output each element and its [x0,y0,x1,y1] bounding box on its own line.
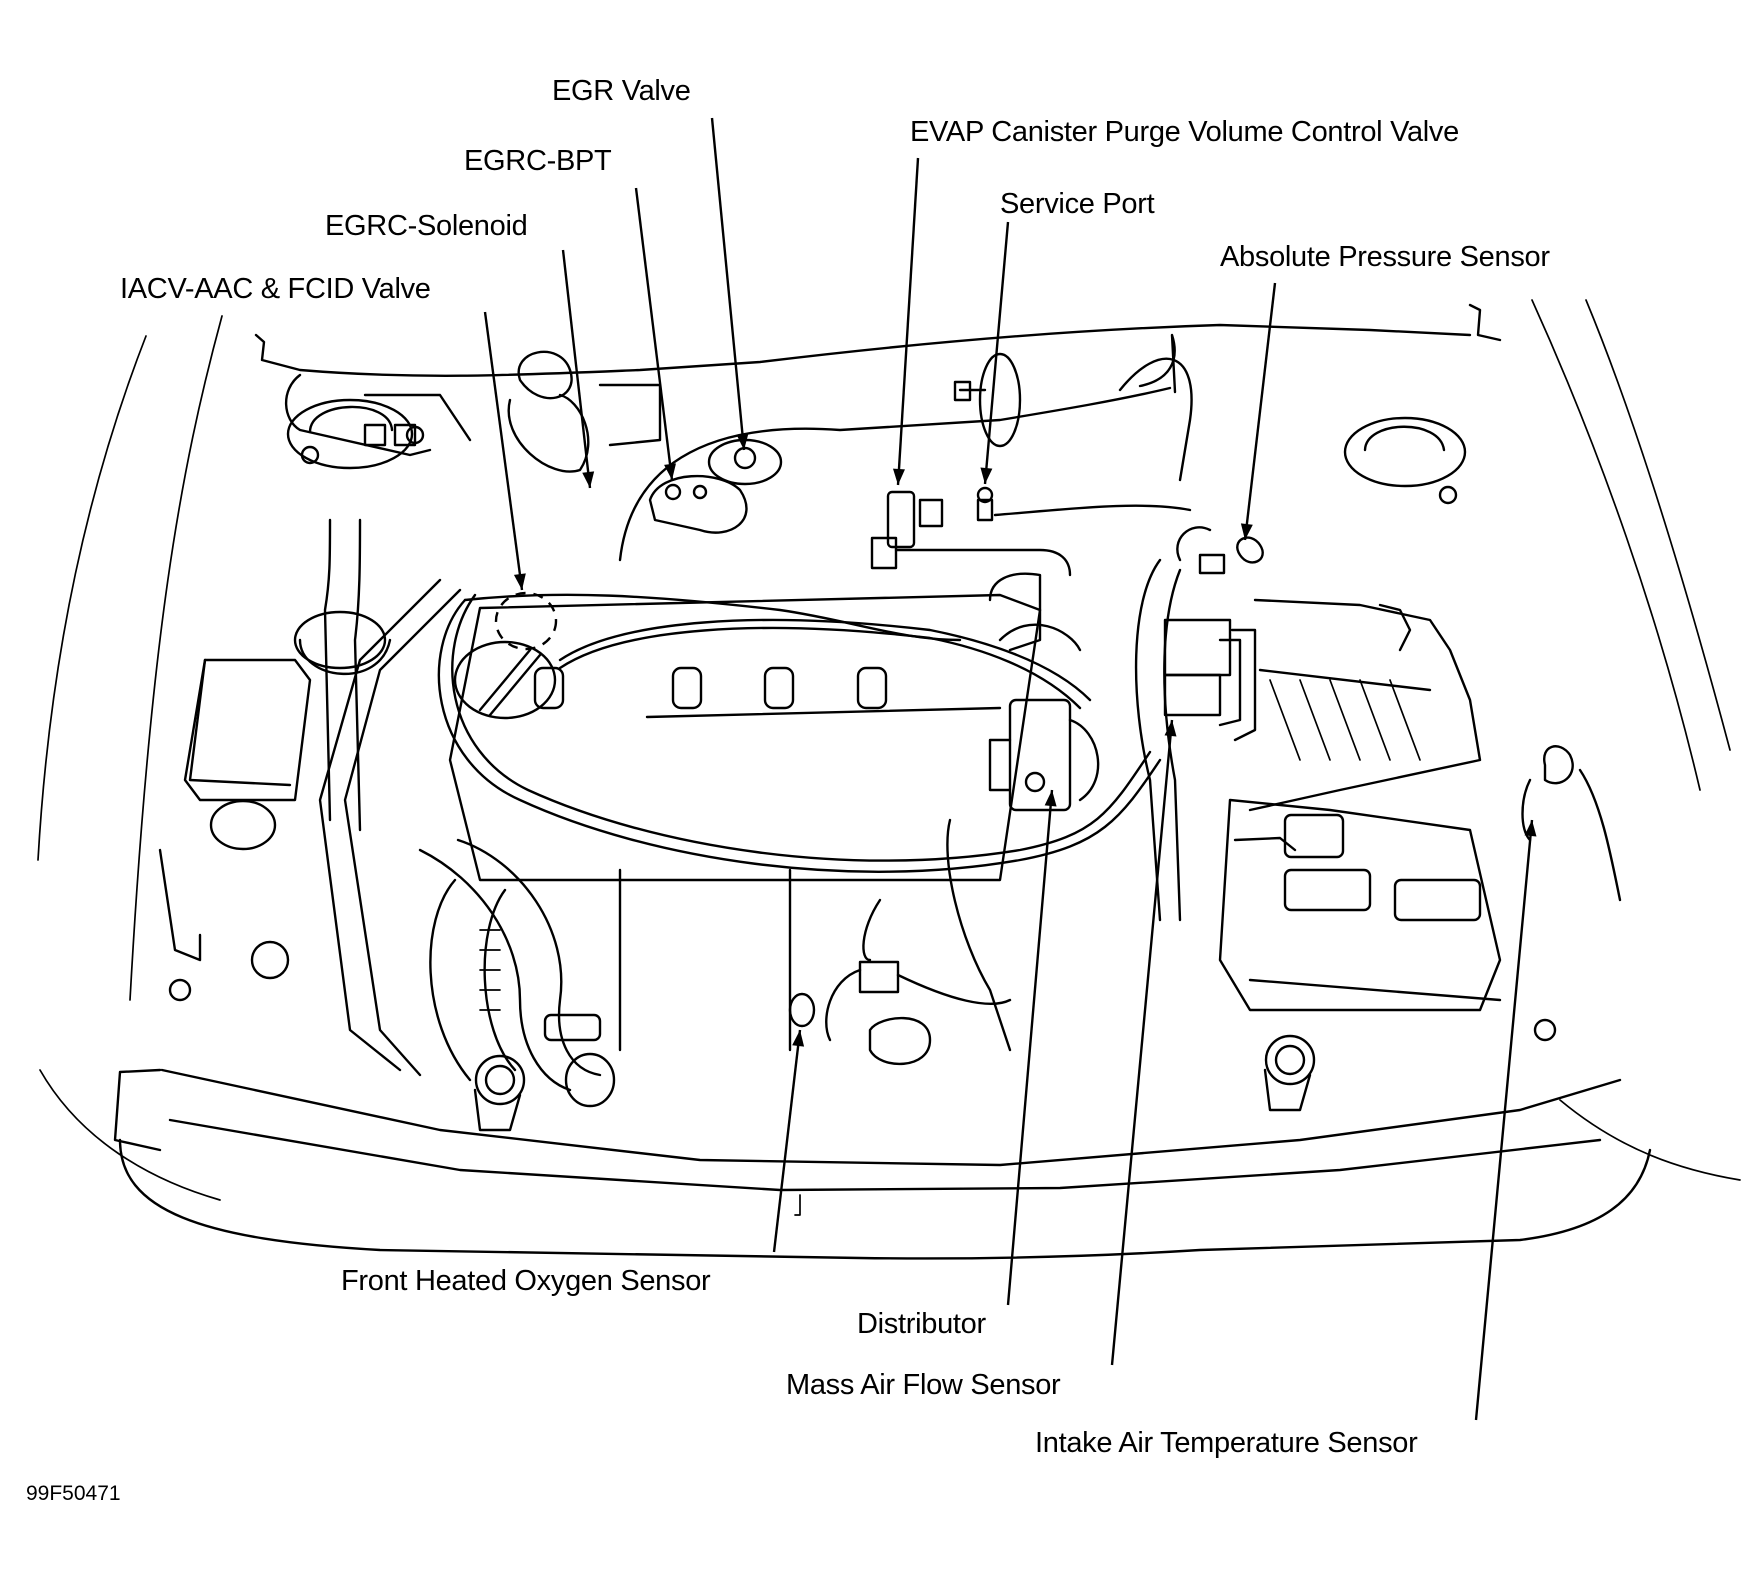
leader-line-egrc-solenoid [561,249,592,489]
intake-duct [1134,558,1257,922]
arrowhead-icon [1240,523,1253,540]
leader-line-evap-purge [896,157,920,486]
label-service-port: Service Port [1000,188,1155,220]
strut-tower-left [286,398,425,470]
leader-line-front-o2 [772,1029,802,1253]
callout-labels: EGR Valve EVAP Canister Purge Volume Con… [120,75,1551,1459]
battery [1218,798,1502,1012]
arrowhead-icon [980,467,993,484]
left-accessories [158,518,462,1077]
fuse-box [183,610,392,851]
alternator [429,878,517,1082]
cowl-outline [254,303,1502,457]
distributor-assembly [946,572,1100,1052]
iacv-dashed-outline [494,591,558,651]
label-iacv-aac-fcid-valve: IACV-AAC & FCID Valve [120,273,431,305]
radiator-support [113,1068,1652,1260]
radiator-brackets [473,1018,1557,1132]
fender-lines [37,299,1741,1201]
air-cleaner-box [1248,598,1482,812]
valve-cover [448,593,1042,882]
brake-booster [953,333,1193,482]
label-intake-air-temperature-sensor: Intake Air Temperature Sensor [1035,1427,1418,1459]
arrowhead-icon [892,468,905,485]
evap-purge-valve [870,486,1192,577]
arrowhead-icon [792,1030,805,1047]
absolute-pressure-sensor-shape [1176,526,1264,575]
label-distributor: Distributor [857,1308,986,1340]
leader-line-abs-pressure [1243,282,1277,541]
label-mass-air-flow-sensor: Mass Air Flow Sensor [786,1369,1061,1401]
master-cylinder [363,350,662,473]
arrowhead-icon [1164,720,1177,737]
figure-id: 99F50471 [26,1482,121,1505]
leader-line-iacv [483,311,524,591]
leader-line-maf [1110,719,1174,1366]
iat-sensor-shape [1521,745,1622,902]
exhaust-manifold [618,868,1012,1066]
leader-line-egr-valve [710,117,746,451]
leader-line-service-port [983,221,1010,485]
arrowhead-icon [736,433,749,450]
wiring-harness [437,593,1162,873]
leader-line-iat [1474,819,1534,1421]
leader-line-egrc-bpt [634,187,674,481]
label-front-heated-oxygen-sensor: Front Heated Oxygen Sensor [341,1265,711,1297]
callout-leaders [483,117,1537,1421]
label-evap-purge-valve: EVAP Canister Purge Volume Control Valve [910,116,1459,148]
upper-radiator-hose [418,838,616,1108]
arrowhead-icon [1524,820,1537,837]
engine-line-art [37,299,1741,1260]
arrowhead-icon [664,463,676,480]
spark-plug-boots [533,618,1092,710]
arrowhead-icon [1044,790,1057,807]
label-absolute-pressure-sensor: Absolute Pressure Sensor [1220,241,1550,273]
leader-line-distributor [1006,789,1054,1306]
arrowhead-icon [513,573,526,590]
label-egrc-bpt: EGRC-BPT [464,145,612,177]
label-egr-valve: EGR Valve [552,75,691,107]
arrowhead-icon [582,471,595,488]
strut-tower-right [1343,416,1467,505]
label-egrc-solenoid: EGRC-Solenoid [325,210,527,242]
